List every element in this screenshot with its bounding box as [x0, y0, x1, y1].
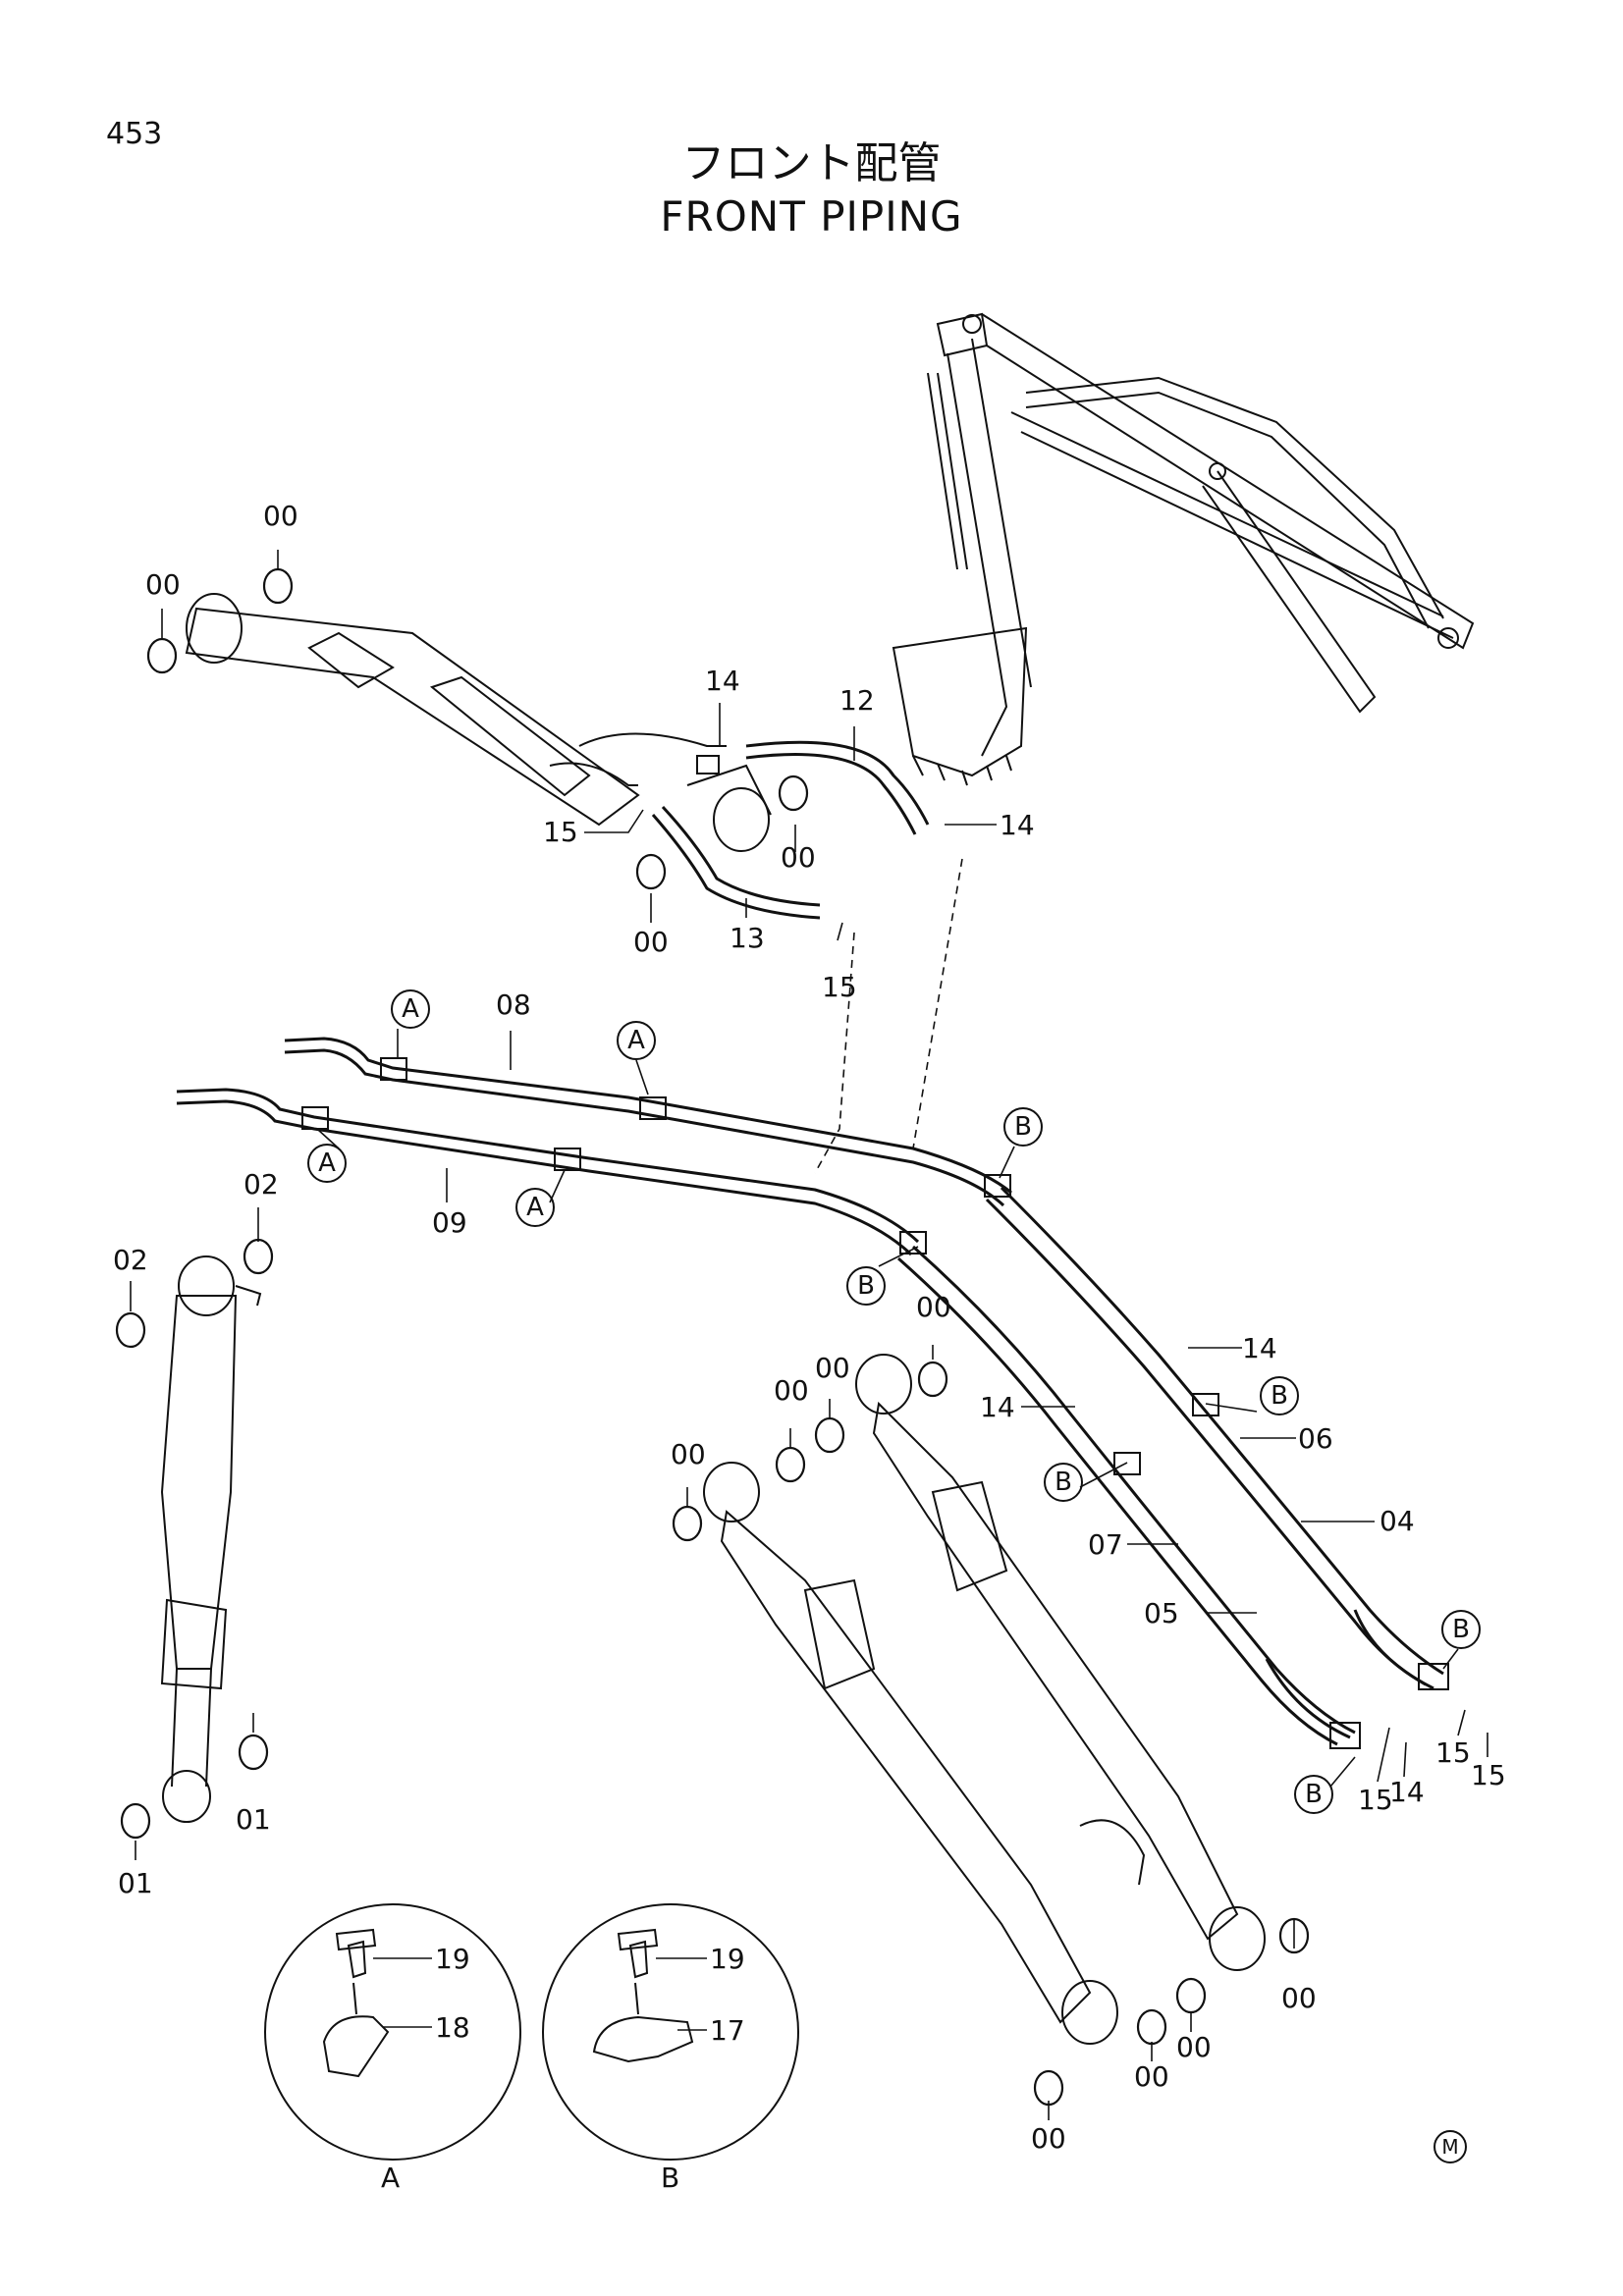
washers	[115, 567, 1310, 2107]
title-japanese: フロント配管	[681, 138, 942, 188]
detail-marker-b: B	[1044, 1463, 1083, 1502]
detail-marker-b: B	[1441, 1610, 1481, 1649]
page-number: 453	[106, 117, 163, 151]
detail-marker-b: B	[1003, 1107, 1043, 1147]
pipe-09	[176, 1088, 920, 1256]
part-label: 01	[236, 1803, 271, 1836]
excavator-overview-drawing	[892, 312, 1475, 786]
part-label: 00	[815, 1352, 850, 1384]
detail-caption-a: A	[381, 2162, 401, 2194]
part-label: 00	[671, 1438, 706, 1470]
part-label: 14	[1242, 1332, 1277, 1364]
part-label: 00	[1031, 2122, 1066, 2155]
detail-marker-b: B	[846, 1266, 886, 1306]
hose-13	[651, 814, 821, 920]
part-label: 00	[781, 841, 816, 874]
title-english: FRONT PIPING	[660, 192, 963, 240]
part-label: 14	[1389, 1776, 1425, 1808]
part-label: 00	[633, 926, 669, 958]
part-label: 07	[1088, 1528, 1123, 1561]
part-label: 00	[916, 1291, 951, 1323]
part-label: 18	[435, 2011, 470, 2044]
part-label: 09	[432, 1206, 467, 1239]
detail-marker-b: B	[1260, 1376, 1299, 1415]
detail-marker-a: A	[515, 1188, 555, 1227]
detail-a-view	[264, 1903, 521, 2161]
leader-lines	[130, 550, 1488, 2120]
hose-12-inner	[745, 753, 917, 835]
pipe-clamps	[301, 1057, 1449, 1749]
part-label: 19	[435, 1943, 470, 1975]
detail-marker-a: A	[617, 1021, 656, 1060]
part-label: 04	[1380, 1505, 1415, 1537]
part-label: 14	[980, 1391, 1015, 1423]
part-label: 01	[118, 1867, 153, 1899]
boom-cylinder-left	[160, 1255, 262, 1823]
part-label: 15	[543, 816, 578, 848]
part-label: 08	[496, 988, 531, 1021]
part-label: 00	[774, 1374, 809, 1407]
part-label: 00	[1176, 2031, 1212, 2063]
detail-b-view	[542, 1903, 799, 2161]
pipe-08	[284, 1037, 1012, 1207]
part-label: 17	[710, 2014, 745, 2047]
part-label: 15	[1358, 1784, 1393, 1816]
part-label: 05	[1144, 1597, 1179, 1629]
part-label: 00	[263, 500, 298, 532]
part-label: 00	[145, 568, 181, 601]
part-label: 13	[730, 922, 765, 954]
part-label: 02	[243, 1168, 279, 1201]
part-label: 12	[839, 684, 875, 717]
part-label: 14	[1000, 809, 1035, 841]
detail-marker-a: A	[391, 989, 430, 1029]
boom-cylinders-right	[703, 1354, 1266, 2045]
part-label: 19	[710, 1943, 745, 1975]
part-label: 06	[1298, 1422, 1333, 1455]
arm-cylinder-drawing	[185, 593, 772, 852]
hose-05-07	[897, 1245, 1356, 1746]
manufacturer-mark: M	[1434, 2130, 1467, 2163]
detail-marker-b: B	[1294, 1775, 1333, 1814]
part-label: 15	[1435, 1736, 1471, 1769]
part-label: 15	[822, 971, 857, 1003]
detail-marker-a: A	[307, 1144, 347, 1183]
detail-caption-b: B	[661, 2162, 680, 2194]
part-label: 15	[1471, 1759, 1506, 1791]
part-label: 02	[113, 1244, 148, 1276]
part-label: 00	[1134, 2060, 1169, 2093]
hose-04-06	[985, 1186, 1444, 1690]
part-label: 00	[1281, 1982, 1317, 2014]
hose-12	[745, 740, 930, 826]
part-label: 14	[705, 665, 740, 697]
hose-13-inner	[661, 805, 821, 907]
